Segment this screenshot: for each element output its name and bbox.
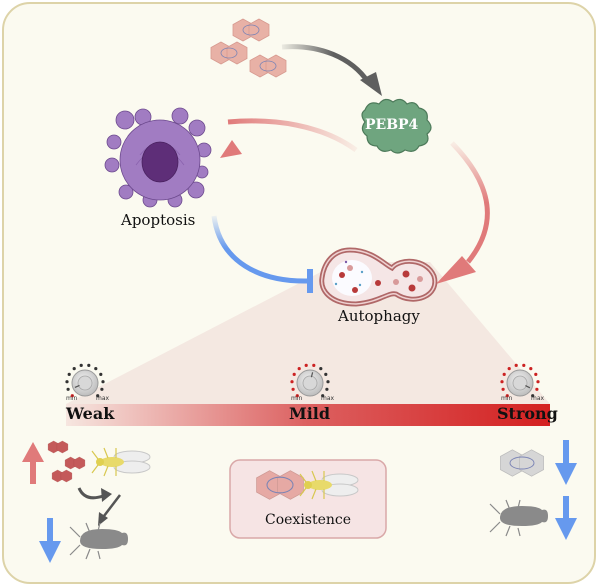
knob-tick <box>522 363 526 367</box>
knob-weak-max: max <box>96 395 110 402</box>
knob-tick <box>292 372 296 376</box>
knob-tick <box>297 367 301 371</box>
knob-tick <box>505 394 509 398</box>
knob-tick <box>96 394 100 398</box>
autophagosome <box>319 247 438 307</box>
knob-tick <box>99 372 103 376</box>
cycle-arrow <box>77 487 104 500</box>
whitefly-icon <box>91 447 151 477</box>
coexistence-label: Coexistence <box>265 512 352 528</box>
knob-tick <box>87 363 91 367</box>
knob-weak-min: min <box>66 395 78 402</box>
knob-tick <box>295 394 299 398</box>
knob-tick <box>304 363 308 367</box>
pebp4-protein <box>361 98 432 154</box>
knob-center <box>77 375 93 391</box>
knob-mild <box>290 363 330 398</box>
arrow-head-red-autophagy <box>436 256 476 284</box>
knob-indicator <box>74 384 80 388</box>
apoptosis-label: Apoptosis <box>121 211 196 229</box>
knob-tick <box>79 363 83 367</box>
arrow-pebp4-to-apoptosis <box>227 118 358 153</box>
knob-mild-max: max <box>321 395 335 402</box>
knob-tick <box>319 367 323 371</box>
knob-indicator <box>310 372 314 378</box>
knob-tick <box>536 380 540 384</box>
down-arrow-icon <box>39 518 61 563</box>
knob-tick <box>507 367 511 371</box>
arrow-head-gray <box>360 72 382 96</box>
knob-tick <box>65 380 69 384</box>
knob-tick <box>290 380 294 384</box>
knob-tick <box>529 367 533 371</box>
intensity-bar <box>66 404 550 426</box>
knob-mild-min: min <box>291 395 303 402</box>
knob-tick <box>326 380 330 384</box>
knob-tick <box>531 394 535 398</box>
autophagy-label: Autophagy <box>338 307 420 325</box>
virus-icon-coexistence <box>255 470 305 500</box>
inhibition-bar <box>307 269 313 293</box>
knob-tick <box>312 363 316 367</box>
autophagy-spotlight <box>66 262 550 404</box>
arrow-virus-to-pebp4 <box>281 44 371 84</box>
knob-weak <box>65 363 105 398</box>
whitefly-icon-coexistence <box>299 470 359 500</box>
arrow-whitefly-to-dead <box>103 494 121 517</box>
knob-tick <box>535 387 539 391</box>
knob-tick <box>534 372 538 376</box>
knob-tick <box>324 372 328 376</box>
knob-tick <box>325 387 329 391</box>
level-strong-label: Strong <box>497 404 558 423</box>
knob-tick <box>66 387 70 391</box>
knob-tick <box>501 387 505 391</box>
level-mild-label: Mild <box>289 404 331 423</box>
knob-strong-max: max <box>531 395 545 402</box>
knob-tick <box>100 387 104 391</box>
arrow-head-dead <box>98 512 108 526</box>
level-weak-label: Weak <box>66 404 115 423</box>
pebp4-label: PEBP4 <box>365 117 419 133</box>
dead-insect-icon-strong <box>489 499 548 537</box>
down-arrow-icon-insect <box>555 496 577 540</box>
down-arrow-icon-virus <box>555 440 577 485</box>
cycle-arrow-head <box>101 488 112 502</box>
dead-insect-icon <box>69 522 128 560</box>
knob-tick <box>70 394 74 398</box>
knob-tick <box>500 380 504 384</box>
knob-tick <box>101 380 105 384</box>
knob-tick <box>502 372 506 376</box>
up-arrow-icon <box>22 442 44 484</box>
knob-strong-min: min <box>501 395 513 402</box>
apoptotic-cell <box>104 107 212 208</box>
knob-center <box>302 375 318 391</box>
knob-strong <box>500 363 540 398</box>
inhibition-apoptosis-to-autophagy <box>211 215 309 284</box>
knob-tick <box>514 363 518 367</box>
knob-tick <box>94 367 98 371</box>
knob-tick <box>321 394 325 398</box>
knob-tick <box>291 387 295 391</box>
knob-tick <box>67 372 71 376</box>
virus-particles <box>210 18 287 78</box>
virus-particles-weak <box>47 440 86 483</box>
knob-indicator <box>525 385 531 389</box>
arrow-head-red-apoptosis <box>220 140 242 158</box>
arrow-pebp4-to-autophagy <box>450 141 490 264</box>
knob-tick <box>72 367 76 371</box>
knob-center <box>512 375 528 391</box>
virus-icon-strong <box>499 449 545 477</box>
